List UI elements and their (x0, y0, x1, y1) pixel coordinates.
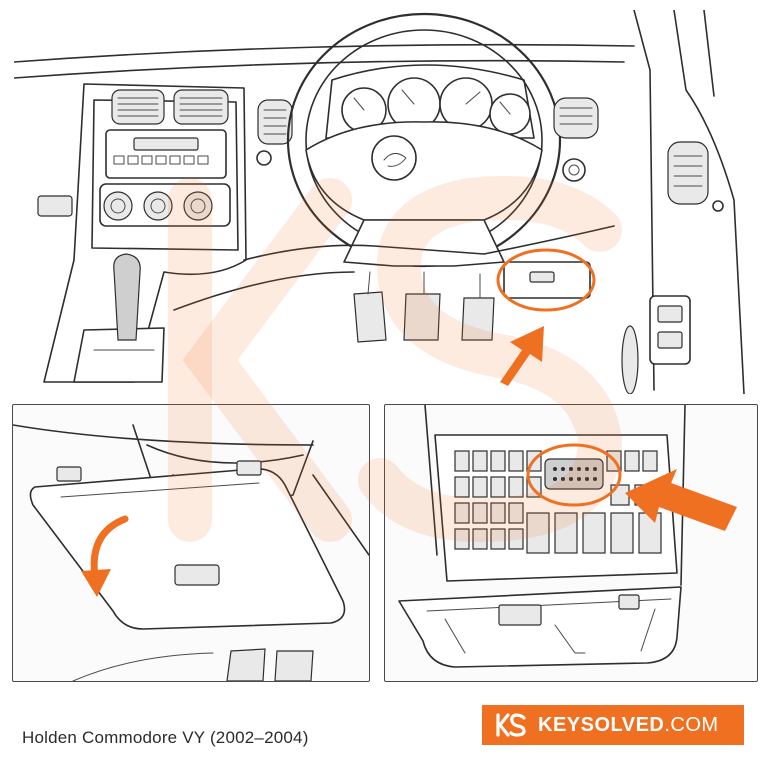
inset-obd-port (384, 404, 758, 682)
curved-arrow-down-icon (81, 515, 129, 597)
arrow-down-left-icon (625, 469, 737, 531)
dashboard-illustration (14, 10, 756, 394)
arrow-up-right-icon (500, 326, 544, 386)
brand-name: KEYSOLVED (538, 713, 665, 736)
brand-suffix: .COM (664, 713, 719, 736)
brand-logo[interactable]: KEYSOLVED.COM (482, 705, 744, 745)
vehicle-caption: Holden Commodore VY (2002–2004) (22, 728, 309, 747)
ks-logo-icon (496, 713, 526, 737)
inset-cover-removal (12, 404, 370, 682)
